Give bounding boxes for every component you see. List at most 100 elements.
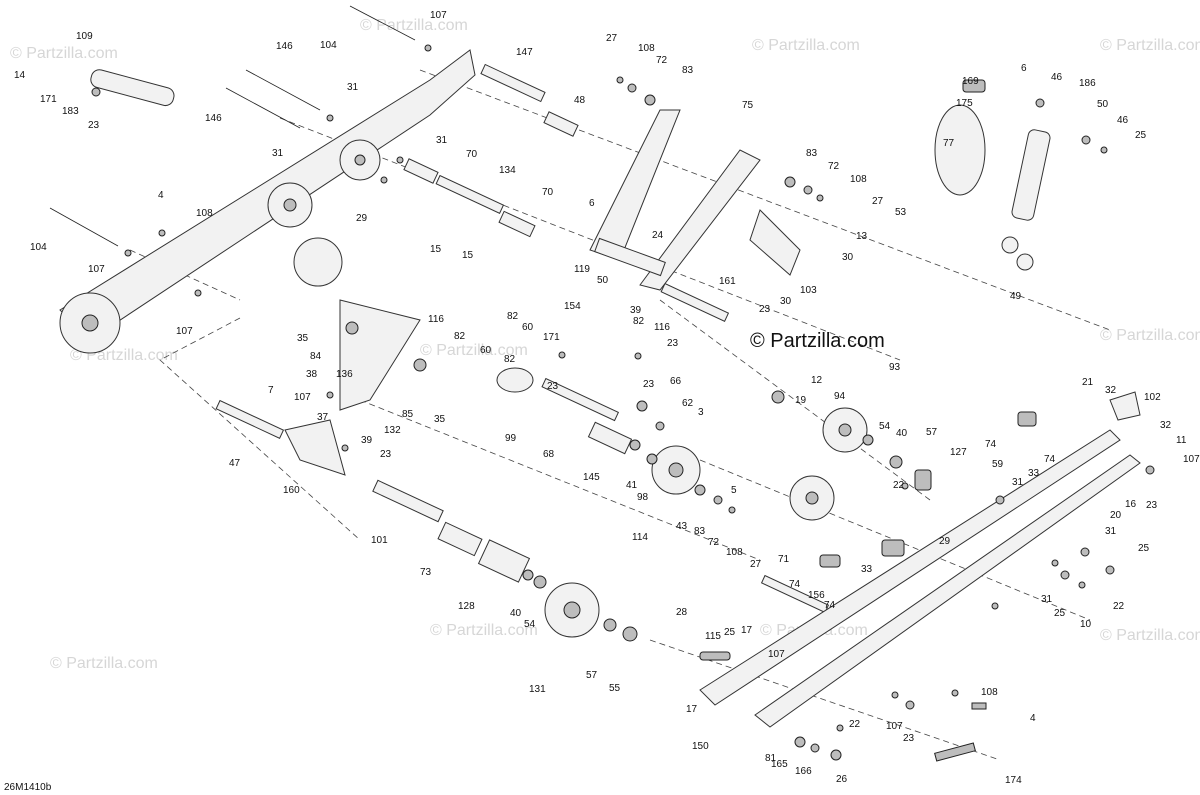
spring-cap — [962, 79, 986, 93]
part-callout: 54 — [524, 619, 536, 630]
guide-line — [359, 399, 761, 561]
nut — [891, 691, 899, 699]
part-callout: 82 — [507, 311, 519, 322]
part-callout: 104 — [320, 40, 337, 51]
shaft — [480, 63, 546, 103]
callout-labels: 1091417118323146104107146313114748317013… — [14, 10, 1200, 786]
bushing — [713, 495, 723, 505]
bolt-head — [830, 749, 842, 761]
nut — [124, 249, 132, 257]
part-callout: 74 — [824, 600, 836, 611]
part-callout: 17 — [741, 625, 753, 636]
part-callout: 47 — [229, 458, 241, 469]
bushing — [644, 94, 656, 106]
bushing — [784, 176, 796, 188]
spacer — [889, 455, 903, 469]
part-callout: 146 — [276, 41, 293, 52]
wheel-hub — [354, 154, 366, 166]
part-callout: 46 — [1117, 115, 1129, 126]
part-callout: 66 — [670, 376, 682, 387]
part-callout: 108 — [726, 547, 743, 558]
part-callout: 31 — [272, 148, 284, 159]
watermark: © Partzilla.com — [1100, 327, 1200, 344]
part-callout: 16 — [1125, 499, 1137, 510]
part-callout: 23 — [88, 120, 100, 131]
front-shock — [90, 69, 175, 107]
part-callout: 31 — [436, 135, 448, 146]
part-callout: 104 — [30, 242, 47, 253]
pivot — [413, 358, 427, 372]
nut — [836, 724, 844, 732]
nut — [558, 351, 566, 359]
bolt — [971, 702, 987, 710]
watermark: © Partzilla.com — [430, 622, 538, 639]
guide-line — [159, 317, 361, 541]
part-callout: 25 — [1135, 130, 1147, 141]
bearing — [533, 575, 547, 589]
watermark: © Partzilla.com — [50, 655, 158, 672]
part-callout: 15 — [462, 250, 474, 261]
long-rod — [49, 207, 119, 247]
part-callout: 94 — [834, 391, 846, 402]
part-callout: 101 — [371, 535, 388, 546]
part-callout: 28 — [676, 607, 688, 618]
part-callout: 39 — [361, 435, 373, 446]
part-callout: 30 — [780, 296, 792, 307]
bolt — [1078, 581, 1086, 589]
wheel-hub — [283, 198, 297, 212]
part-callout: 70 — [542, 187, 554, 198]
partzilla-watermark: © Partzilla.com — [750, 330, 885, 352]
part-callout: 19 — [795, 395, 807, 406]
part-callout: 38 — [306, 369, 318, 380]
part-callout: 171 — [543, 332, 560, 343]
part-callout: 43 — [676, 521, 688, 532]
part-callout: 13 — [856, 231, 868, 242]
part-callout: 102 — [1144, 392, 1161, 403]
part-callout: 116 — [654, 322, 670, 333]
shaft — [660, 282, 730, 322]
rear-arm-left — [589, 109, 681, 261]
part-callout: 23 — [903, 733, 915, 744]
part-callout: 103 — [800, 285, 817, 296]
bushing — [803, 185, 813, 195]
part-callout: 127 — [950, 447, 967, 458]
guide-line — [279, 117, 901, 361]
part-callout: 27 — [750, 559, 762, 570]
slide-rails — [699, 391, 1141, 762]
bearing — [862, 434, 874, 446]
shafts — [215, 63, 830, 614]
part-callout: 27 — [872, 196, 884, 207]
spacer — [522, 569, 534, 581]
part-callout: 35 — [434, 414, 446, 425]
part-callout: 40 — [896, 428, 908, 439]
shaft — [760, 574, 830, 614]
part-callout: 169 — [962, 76, 979, 87]
bushing — [627, 83, 637, 93]
long-rod — [245, 69, 321, 111]
spacer-tube — [477, 539, 531, 583]
rail-slider — [934, 742, 976, 762]
arm-bracket — [284, 419, 346, 476]
part-callout: 74 — [789, 579, 801, 590]
part-callout: 14 — [14, 70, 26, 81]
part-callout: 3 — [698, 407, 704, 418]
long-rod — [349, 5, 416, 41]
part-callout: 119 — [574, 264, 590, 275]
nut — [1060, 570, 1070, 580]
bearing — [771, 390, 785, 404]
washer — [816, 194, 824, 202]
long-rod — [225, 87, 301, 129]
part-callout: 109 — [76, 31, 93, 42]
front-arm-assembly — [49, 5, 476, 354]
part-callout: 23 — [643, 379, 655, 390]
rear-arm-right — [639, 149, 761, 291]
nut — [424, 44, 432, 52]
nut — [991, 602, 999, 610]
part-callout: 10 — [1080, 619, 1092, 630]
slide-rail-upper — [699, 429, 1121, 706]
part-callout: 12 — [811, 375, 823, 386]
washer — [326, 114, 334, 122]
spacer — [603, 618, 617, 632]
part-callout: 4 — [158, 190, 164, 201]
bushing — [403, 158, 439, 184]
